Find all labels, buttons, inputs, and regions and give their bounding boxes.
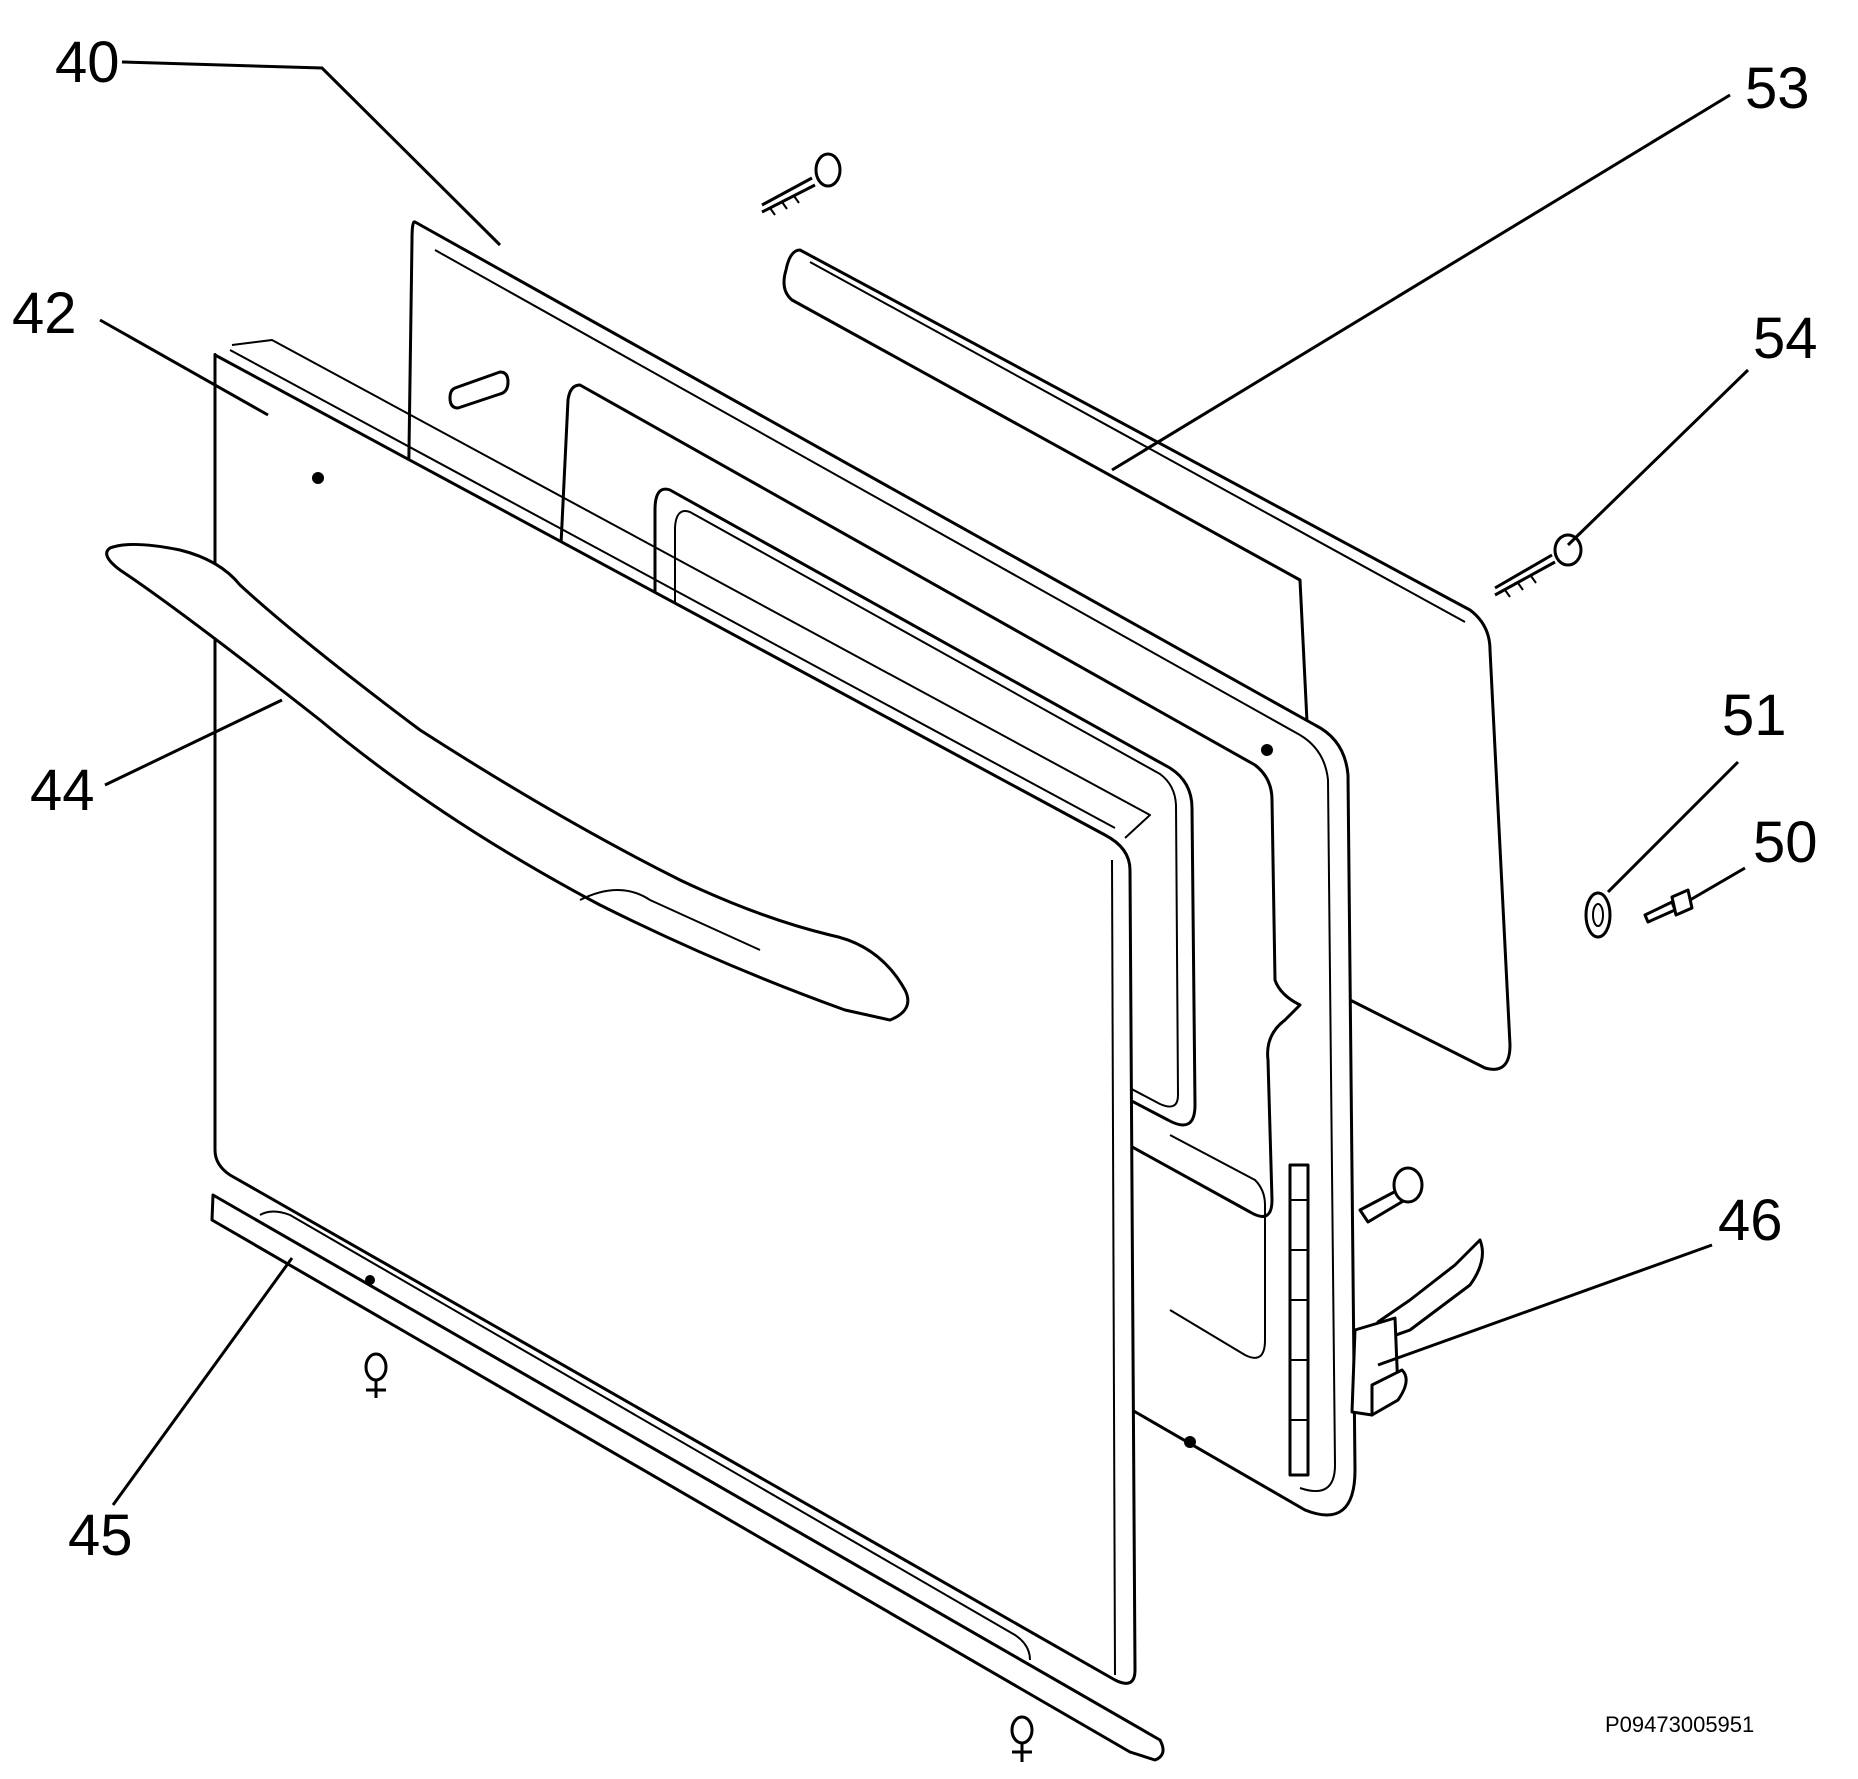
callout-51: 51 [1722, 683, 1787, 748]
callout-44: 44 [30, 758, 95, 823]
bottom-left-screw [364, 1352, 388, 1398]
callout-45: 45 [68, 1503, 133, 1568]
callout-46: 46 [1718, 1188, 1783, 1253]
hinge-screw [1358, 1166, 1424, 1224]
callout-53: 53 [1745, 56, 1810, 121]
door-hinge [1350, 1238, 1484, 1417]
leader-lines [99, 60, 1750, 1506]
callout-42: 42 [12, 281, 77, 346]
top-screw [761, 152, 842, 216]
callout-54: 54 [1753, 306, 1818, 371]
bottom-trim-strip [210, 1193, 1165, 1762]
front-outer-panel [213, 339, 1151, 1685]
callout-50: 50 [1753, 810, 1818, 875]
callout-40: 40 [55, 30, 120, 95]
side-screw [1494, 533, 1583, 598]
bottom-right-screw [1010, 1715, 1034, 1762]
door-handle [105, 542, 910, 1022]
reference-code: P09473005951 [1605, 1712, 1754, 1737]
washer [1584, 891, 1612, 939]
small-screw [1643, 888, 1694, 924]
